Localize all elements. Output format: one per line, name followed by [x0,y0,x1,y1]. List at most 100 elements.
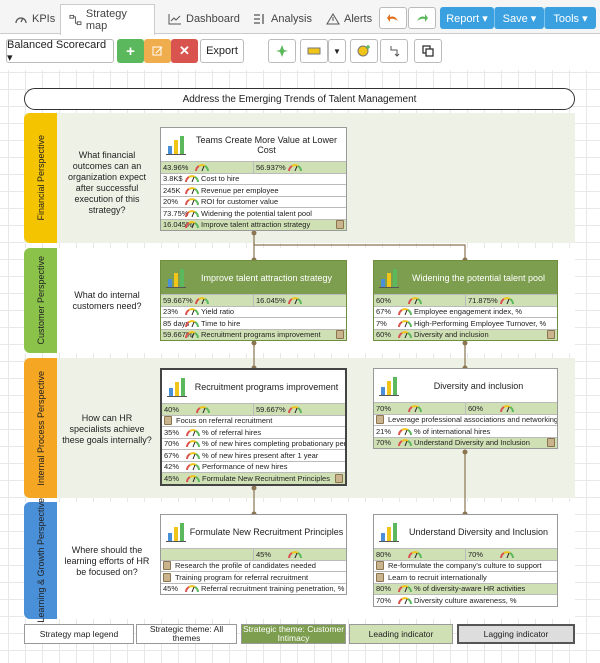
report-button[interactable]: Report ▾ [440,7,494,29]
scorecard-select[interactable]: Balanced Scorecard ▾ [6,39,114,64]
kpi-label: Employee engagement index, % [414,307,522,317]
kpi-label: Focus on referral recruitment [176,416,273,426]
edit-button[interactable] [144,39,171,63]
card-title: Teams Create More Value at Lower Cost [196,134,337,155]
theme-button[interactable] [300,39,328,63]
card-title: Formulate New Recruitment Principles [189,526,344,537]
tab-alerts[interactable]: Alerts [318,4,380,34]
connector-button[interactable] [380,39,408,63]
export-button[interactable]: Export [200,39,244,63]
kpi-row[interactable]: 70%Understand Diversity and Inclusion [374,436,557,448]
gauge-icon [195,163,209,171]
kpi-row[interactable]: Training program for referral recruitmen… [161,571,346,583]
kpi-row[interactable]: Focus on referral recruitment [162,414,345,427]
kpi-value: 80% [376,584,392,594]
gauge-icon [408,296,422,304]
add-button[interactable]: + [117,39,144,63]
add-link-icon [357,45,370,57]
gauge-icon [185,209,199,217]
card-summary-row: 40%59.667% [162,403,345,415]
tab-strategy-map[interactable]: Strategy map [60,4,155,35]
kpi-row[interactable]: 67%% of new hires present after 1 year [162,449,345,461]
kpi-value: 7% [376,318,387,328]
add-link-button[interactable] [350,39,378,63]
theme-dropdown-button[interactable]: ▼ [328,39,346,63]
kpi-row[interactable]: 35%% of referral hires [162,426,345,438]
card-summary-row: 80%70% [374,548,557,560]
undo-button[interactable] [379,7,407,29]
kpi-row[interactable]: 73.75% Widening the potential talent pool [161,207,346,219]
kpi-row[interactable]: 23%Yield ratio [161,305,346,318]
kpi-label: Understand Diversity and Inclusion [414,438,530,448]
kpi-row[interactable]: 70%Diversity culture awareness, % [374,594,557,606]
card-summary-row: 59.667%16.045% [161,294,346,306]
strategy-map-icon [69,14,82,26]
document-icon [335,473,343,483]
kpi-row[interactable]: 42%Performance of new hires [162,460,345,473]
kpi-label: Revenue per employee [201,185,279,195]
redo-button[interactable] [408,7,436,29]
gauge-icon [186,428,200,436]
tab-dashboard[interactable]: Dashboard [160,4,248,34]
save-button[interactable]: Save ▾ [494,7,544,29]
kpi-row[interactable]: 21%% of international hires [374,425,557,437]
kpi-row[interactable]: 20%ROI for customer value [161,195,346,208]
kpi-label: Recruitment programs improvement [201,330,321,340]
add-objective-button[interactable] [268,39,296,63]
kpi-row[interactable]: Research the profile of candidates neede… [161,559,346,572]
kpi-label: Widening the potential talent pool [201,208,312,218]
perspective-question-financial: What financial outcomes can an organizat… [67,150,147,215]
undo-icon [387,14,398,22]
kpi-row[interactable]: 7%High-Performing Employee Turnover, % [374,317,557,329]
kpi-row[interactable]: 80%% of diversity-aware HR activities [374,582,557,594]
tab-kpis[interactable]: KPIs [6,4,63,34]
kpi-row[interactable]: Re-formulate the company's culture to su… [374,559,557,572]
gauge-icon [398,439,412,447]
tools-button[interactable]: Tools ▾ [544,7,596,29]
tab-analysis[interactable]: Analysis [245,4,320,34]
summary-value: 80% [376,549,392,559]
kpi-value: 73.75% [163,208,189,218]
kpi-label: % of international hires [414,426,491,436]
gauge-icon [186,440,200,448]
kpi-row[interactable]: 70%% of new hires completing probationar… [162,437,345,450]
gauge-icon [500,550,514,558]
kpi-row[interactable]: 245K Revenue per employee [161,184,346,196]
copy-icon [422,45,434,57]
summary-value: 45% [256,549,272,559]
gauge-icon [398,585,412,593]
kpi-row[interactable]: 60%Diversity and inclusion [374,328,557,340]
kpi-row[interactable]: 67%Employee engagement index, % [374,305,557,318]
alert-icon [326,13,340,25]
kpi-row[interactable]: 59.667%Recruitment programs improvement [161,328,346,340]
delete-button[interactable]: ✕ [171,39,198,63]
gauge-icon [185,198,199,206]
copy-button[interactable] [414,39,442,63]
kpi-label: Research the profile of candidates neede… [175,561,316,571]
kpi-row[interactable]: 45%Formulate New Recruitment Principles [162,472,345,484]
kpi-row[interactable]: 45%Referral recruitment training penetra… [161,582,346,595]
summary-value: 70% [376,403,392,413]
plus-icon: + [126,42,135,60]
kpi-value: 35% [164,427,180,437]
kpi-value: 245K [163,185,181,195]
kpi-row[interactable]: 16.045%Improve talent attraction strateg… [161,218,346,230]
perspective-label-financial: Financial Perspective [24,113,57,243]
kpi-row[interactable]: Leverage professional associations and n… [374,413,557,426]
kpi-value: 3.8K$ [163,174,183,184]
kpi-row[interactable]: 3.8K$Cost to hire [161,172,346,185]
perspective-question-internal: How can HR specialists achieve these goa… [62,413,152,445]
card-summary-row: 60%71.875% [374,294,557,306]
initiative-icon [163,561,171,571]
perspective-label-learning: Learning & Growth Perspective [24,498,57,623]
kpi-row[interactable]: Learn to recruit internationally [374,571,557,583]
card-summary-row: 70%60% [374,402,557,414]
